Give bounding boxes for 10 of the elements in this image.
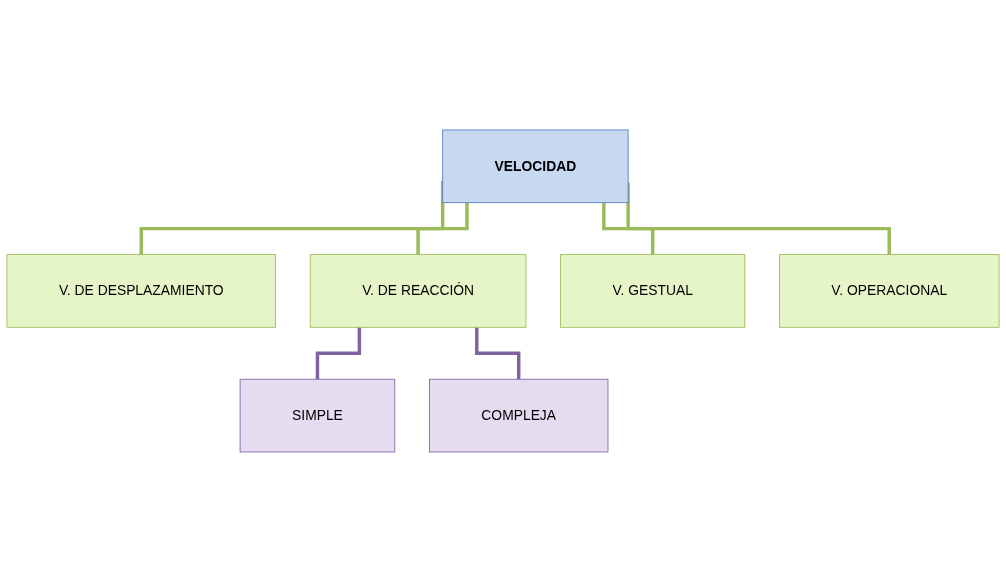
node-box: V. OPERACIONAL <box>779 253 1000 328</box>
node-box: V. GESTUAL <box>560 253 746 328</box>
node-box: SIMPLE <box>239 378 396 452</box>
node-box: COMPLEJA <box>429 378 609 452</box>
connector <box>416 202 469 256</box>
node-box: V. DE DESPLAZAMIENTO <box>6 253 276 328</box>
node-box: V. DE REACCIÓN <box>309 253 527 328</box>
connector <box>602 202 655 256</box>
connector <box>139 180 445 256</box>
node-box: VELOCIDAD <box>442 129 629 203</box>
